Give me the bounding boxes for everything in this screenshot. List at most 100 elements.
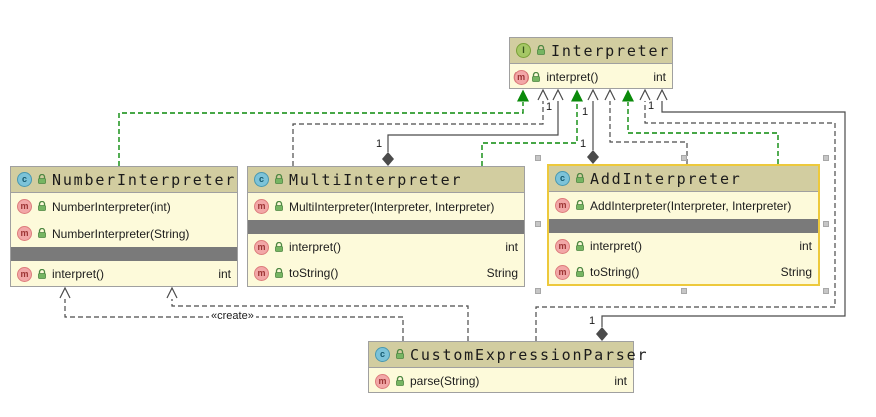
member-return-type: String: [486, 266, 518, 280]
member-name: toString(): [590, 265, 640, 279]
chevron-arrowhead: [587, 88, 599, 101]
chevron-arrowhead: [639, 88, 651, 101]
multiplicity-label: 1: [589, 315, 596, 327]
member-name: NumberInterpreter(int): [52, 199, 171, 214]
selection-handle[interactable]: [681, 155, 687, 161]
class-title: AddInterpreter: [590, 169, 742, 188]
class-node-interpreter[interactable]: I Interpreter ( m ) interpret() int: [509, 37, 673, 89]
member-return-type: int: [653, 70, 666, 84]
member-row[interactable]: m NumberInterpreter(String): [11, 220, 237, 247]
interface-icon: I: [516, 43, 531, 58]
lock-icon: [275, 267, 283, 278]
selection-handle[interactable]: [535, 221, 541, 227]
dependency-multi-to-interpreter: [292, 101, 544, 166]
aggregation-diamonds: [382, 150, 608, 341]
selection-handle[interactable]: [681, 288, 687, 294]
member-row[interactable]: m parse(String) int: [369, 368, 633, 394]
member-name: interpret(): [289, 240, 342, 254]
method-icon: m: [17, 226, 32, 241]
member-name: interpret(): [590, 239, 643, 253]
class-title: Interpreter: [551, 41, 671, 60]
member-row[interactable]: m MultiInterpreter(Interpreter, Interpre…: [248, 193, 524, 220]
members-separator: [11, 247, 237, 261]
lock-icon: [38, 268, 46, 279]
member-return-type: int: [614, 374, 627, 388]
chevron-arrowhead: [656, 88, 668, 101]
chevron-arrowhead: [537, 88, 549, 101]
class-header[interactable]: I Interpreter: [510, 38, 672, 64]
dependency-add-to-interpreter: [609, 101, 688, 164]
class-title: NumberInterpreter: [52, 170, 237, 189]
chevron-arrowhead: [166, 286, 178, 299]
member-row[interactable]: m AddInterpreter(Interpreter, Interprete…: [549, 192, 818, 219]
member-row[interactable]: m toString() String: [549, 259, 818, 285]
class-icon: c: [254, 172, 269, 187]
class-title: CustomExpressionParser: [410, 345, 649, 364]
class-header[interactable]: c AddInterpreter: [549, 166, 818, 192]
lock-icon: [38, 228, 46, 238]
class-header[interactable]: c NumberInterpreter: [11, 167, 237, 193]
triangle-arrowhead: [622, 89, 634, 102]
member-name: toString(): [289, 266, 339, 280]
diamond-multi: [382, 152, 394, 166]
member-name: parse(String): [410, 374, 480, 388]
chevron-arrowhead: [604, 88, 616, 101]
selection-handle[interactable]: [823, 221, 829, 227]
realization-add-to-interpreter: [627, 102, 779, 164]
method-icon: m: [17, 266, 32, 282]
member-row[interactable]: m interpret() int: [11, 261, 237, 287]
multiplicity-label: 1: [376, 138, 383, 150]
method-icon: m: [254, 239, 269, 255]
lock-icon: [38, 201, 46, 211]
member-name: NumberInterpreter(String): [52, 226, 190, 241]
dependency-parser-to-number: [171, 299, 469, 341]
diamond-add: [587, 150, 599, 164]
selection-handle[interactable]: [823, 155, 829, 161]
lock-icon: [275, 201, 283, 211]
class-node-number-interpreter[interactable]: c NumberInterpreter m NumberInterpreter(…: [10, 166, 238, 287]
abstract-method-icon: ( m ): [513, 69, 529, 85]
lock-icon: [275, 174, 283, 184]
class-node-custom-expression-parser[interactable]: c CustomExpressionParser m parse(String)…: [368, 341, 646, 394]
association-multi-to-interpreter: [387, 101, 559, 152]
lock-icon: [532, 71, 541, 82]
method-icon: m: [17, 199, 32, 214]
selection-handle[interactable]: [823, 288, 829, 294]
member-name: interpret(): [546, 70, 599, 84]
class-header[interactable]: c MultiInterpreter: [248, 167, 524, 193]
member-name: AddInterpreter(Interpreter, Interpreter): [590, 198, 792, 213]
multiplicity-label: 1: [546, 101, 553, 113]
chevron-arrowhead: [59, 286, 71, 299]
selection-handle[interactable]: [535, 288, 541, 294]
member-row[interactable]: m interpret() int: [549, 233, 818, 259]
realization-arrowheads: [517, 89, 634, 102]
method-icon: m: [254, 199, 269, 214]
realization-number-to-interpreter: [118, 102, 524, 166]
association-edges: [387, 101, 846, 327]
diamond-parser: [596, 327, 608, 341]
lock-icon: [396, 375, 404, 386]
chevron-arrowhead: [552, 88, 564, 101]
method-icon: m: [555, 198, 570, 213]
class-icon: c: [375, 347, 390, 362]
method-icon: m: [555, 264, 570, 280]
class-node-multi-interpreter[interactable]: c MultiInterpreter m MultiInterpreter(In…: [247, 166, 525, 287]
lock-icon: [576, 266, 584, 277]
method-icon: m: [375, 373, 390, 389]
member-row[interactable]: m toString() String: [248, 260, 524, 286]
class-header[interactable]: c CustomExpressionParser: [369, 342, 646, 368]
association-parser-to-interpreter: [601, 101, 846, 327]
lock-icon: [576, 200, 584, 210]
member-row[interactable]: m NumberInterpreter(int): [11, 193, 237, 220]
dependency-parser-to-interpreter: [535, 101, 836, 341]
class-title: MultiInterpreter: [289, 170, 463, 189]
member-row[interactable]: m interpret() int: [248, 234, 524, 260]
lock-icon: [396, 349, 404, 359]
member-name: MultiInterpreter(Interpreter, Interprete…: [289, 199, 495, 214]
member-return-type: int: [505, 240, 518, 254]
class-node-add-interpreter[interactable]: c AddInterpreter m AddInterpreter(Interp…: [547, 164, 820, 286]
selection-handle[interactable]: [535, 155, 541, 161]
member-row[interactable]: ( m ) interpret() int: [510, 64, 672, 90]
